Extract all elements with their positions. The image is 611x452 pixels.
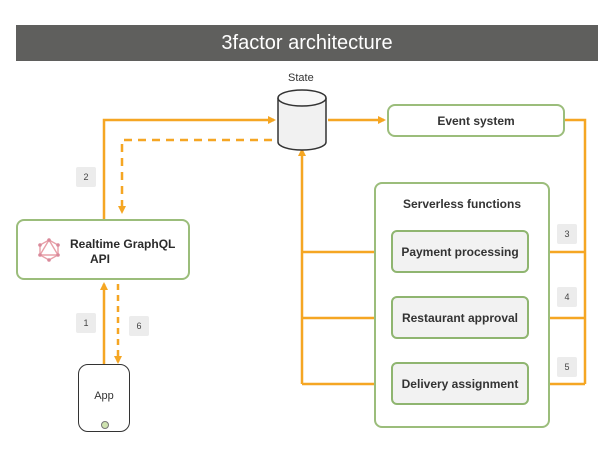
event-system-label: Event system	[437, 113, 515, 128]
step-6-badge: 6	[129, 316, 149, 336]
state-database-icon	[277, 89, 327, 151]
step-1-badge: 1	[76, 313, 96, 333]
serverless-functions-label: Serverless functions	[402, 197, 522, 211]
step-4-badge: 4	[557, 287, 577, 307]
diagram-title: 3factor architecture	[16, 25, 598, 61]
payment-processing-box: Payment processing	[391, 230, 529, 273]
arrow-state-to-api	[118, 138, 272, 214]
graphql-api-label: Realtime GraphQL API	[70, 237, 175, 267]
arrow-api-to-state	[102, 116, 276, 220]
step-3-badge: 3	[557, 224, 577, 244]
restaurant-approval-box: Restaurant approval	[391, 296, 529, 339]
arrow-events-to-functions	[565, 118, 587, 384]
app-phone: App	[78, 364, 130, 432]
step-2-badge: 2	[76, 167, 96, 187]
delivery-assignment-label: Delivery assignment	[401, 376, 519, 391]
app-label: App	[94, 390, 114, 402]
home-button-icon	[101, 421, 109, 429]
delivery-assignment-box: Delivery assignment	[391, 362, 529, 405]
graphql-api-label-line2: API	[90, 252, 111, 266]
graphql-icon	[38, 238, 60, 262]
step-5-badge: 5	[557, 357, 577, 377]
graphql-api-box: Realtime GraphQL API	[16, 219, 190, 280]
state-label: State	[288, 72, 314, 84]
payment-processing-label: Payment processing	[401, 244, 519, 259]
event-system-box: Event system	[387, 104, 565, 137]
graphql-api-label-line1: Realtime GraphQL	[70, 237, 176, 251]
restaurant-approval-label: Restaurant approval	[401, 310, 519, 325]
